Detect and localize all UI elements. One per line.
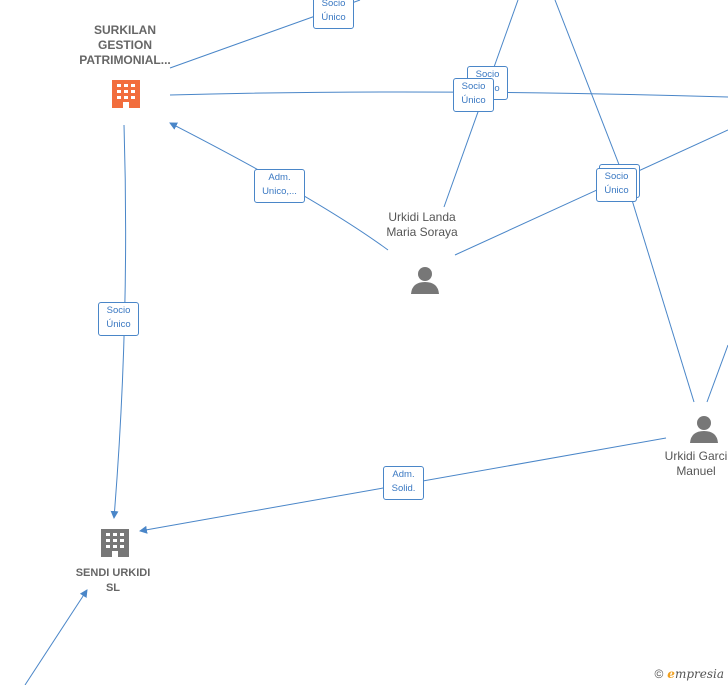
person-icon-soraya[interactable] <box>410 265 440 295</box>
edge-label-adm-solid[interactable]: Adm. Solid. <box>383 466 424 500</box>
edge-label-socio-stacked-front[interactable]: Socio Único <box>453 78 494 112</box>
brand-initial: e <box>667 667 675 681</box>
edge-label-socio-left[interactable]: Socio Único <box>98 302 139 336</box>
edge-label-socio-top[interactable]: Socio Único <box>313 0 354 29</box>
copyright-symbol: © <box>654 667 664 681</box>
building-icon-sendi[interactable] <box>99 527 131 559</box>
edge-bottom-sendi <box>24 589 88 685</box>
brand-name: mpresia <box>674 667 724 681</box>
edge-soraya-right <box>454 129 728 256</box>
edge-top-manuel <box>554 0 626 181</box>
company-label-surkilan[interactable]: SURKILAN GESTION PATRIMONIAL... <box>79 23 171 67</box>
company-label-sendi[interactable]: SENDI URKIDI SL <box>75 567 151 594</box>
person-label-soraya[interactable]: Urkidi Landa Maria Soraya <box>386 210 458 239</box>
edge-manuel-right <box>706 344 728 403</box>
person-icon-manuel[interactable] <box>689 414 719 444</box>
building-icon-surkilan[interactable] <box>110 78 142 110</box>
edge-label-adm-unico[interactable]: Adm. Unico,... <box>254 169 305 203</box>
edge-label-socio-right-front[interactable]: Socio Único <box>596 168 637 202</box>
person-label-manuel[interactable]: Urkidi Garci Manuel <box>664 449 728 478</box>
edge-manuel-up <box>631 199 695 403</box>
edge-surkilan-right <box>169 91 728 98</box>
brand-watermark: ©empresia <box>654 667 724 681</box>
